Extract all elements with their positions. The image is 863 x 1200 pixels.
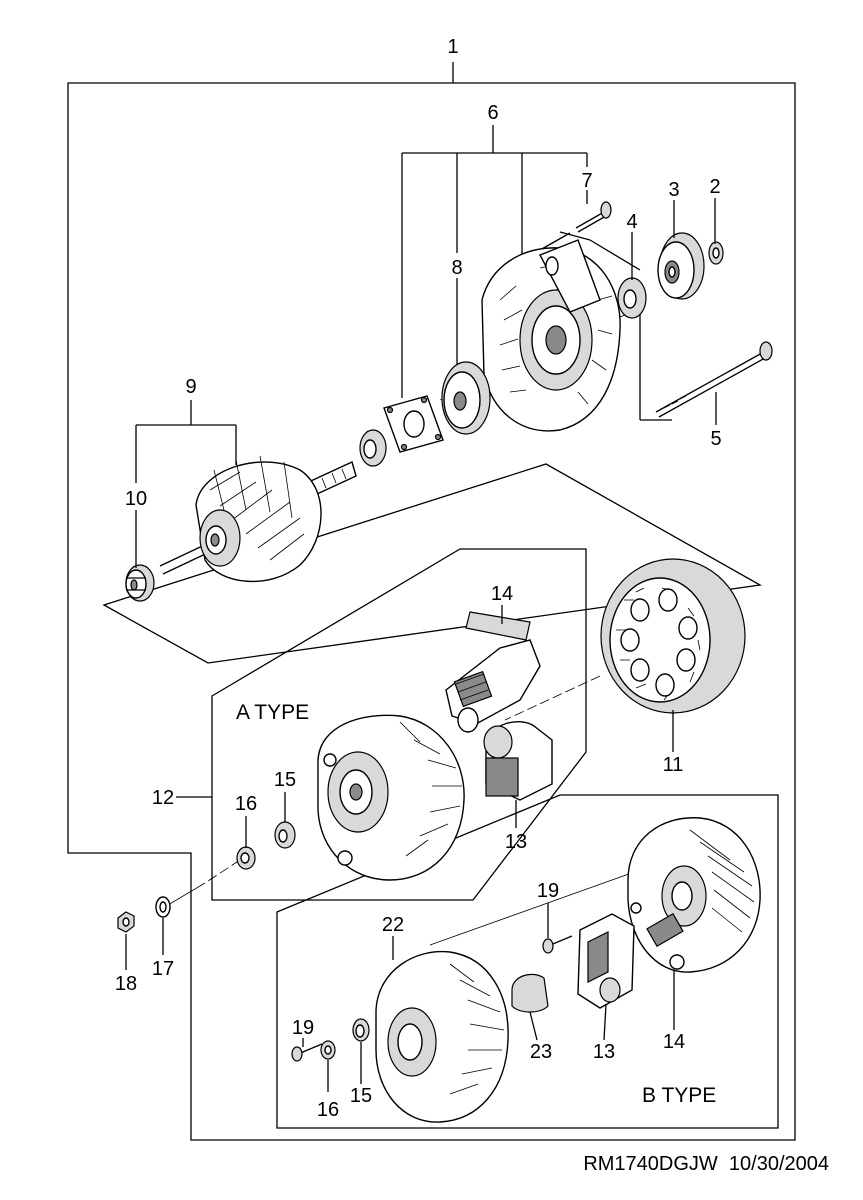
group-bracket-9: [135, 400, 237, 483]
leader-lines: [125, 190, 717, 1092]
drawing-reference: RM1740DGJW 10/30/2004: [583, 1153, 829, 1175]
part-10-slip-ring: [125, 564, 155, 602]
callout-17: 17: [152, 958, 174, 980]
part-19-b-screw-lower: [291, 1043, 323, 1062]
callout-3: 3: [668, 179, 679, 201]
assembly-outline: [67, 62, 796, 1141]
callout-18: 18: [115, 973, 137, 995]
part-3-pulley: [657, 232, 705, 300]
callout-1: 1: [447, 36, 458, 58]
callout-13-b: 13: [593, 1041, 615, 1063]
callout-9: 9: [185, 376, 196, 398]
part-14-a-rectifier: [445, 611, 541, 733]
callout-11: 11: [663, 754, 684, 776]
part-23-b-cap: [511, 973, 549, 1013]
callout-19-b-lower: 19: [292, 1017, 314, 1039]
callout-14-a: 14: [491, 583, 513, 605]
part-16-a-nut: [236, 846, 256, 870]
part-8-bearing: [441, 361, 491, 435]
callout-10: 10: [125, 488, 147, 510]
part-4-spacer: [617, 277, 647, 319]
callout-6: 6: [487, 102, 498, 124]
callout-19-b-upper: 19: [537, 880, 559, 902]
callout-5: 5: [710, 428, 721, 450]
callout-16-a: 16: [235, 793, 257, 815]
part-16-b-nut: [320, 1040, 336, 1060]
callout-16-b: 16: [317, 1099, 339, 1121]
type-a-label: A TYPE: [236, 701, 309, 724]
drive-end-housing: [481, 239, 621, 432]
callout-12: 12: [152, 787, 174, 809]
part-17-washer: [155, 896, 171, 918]
part-13-a-regulator: [483, 721, 553, 801]
part-13-b-regulator: [577, 913, 635, 1009]
part-12-a-rear-housing: [317, 714, 465, 881]
part-11-stator: [600, 558, 746, 714]
shaft-collar: [359, 429, 387, 467]
part-18-nut: [117, 911, 135, 933]
rotor-plane-outline: [102, 463, 762, 664]
part-2-pulley-nut: [708, 241, 724, 265]
callout-2: 2: [709, 176, 720, 198]
part-15-b-bushing: [352, 1018, 370, 1042]
type-a-box: [211, 548, 587, 901]
part-15-a-bushing: [274, 821, 296, 849]
type-b-label: B TYPE: [642, 1084, 716, 1107]
callout-8: 8: [451, 257, 462, 279]
callout-7: 7: [581, 170, 592, 192]
part-7-bolt: [575, 201, 612, 233]
callout-labels: 1 6 7 3 2 4 8 9 5 10 14 11 15 12 16 13 1…: [115, 36, 722, 1121]
bearing-retainer-plate: [383, 395, 444, 453]
callout-23: 23: [530, 1041, 552, 1063]
callout-13-a: 13: [505, 831, 527, 853]
part-22-b-rear-housing: [375, 950, 509, 1123]
callout-4: 4: [626, 211, 637, 233]
callout-22: 22: [382, 914, 404, 936]
type-b-box: [276, 794, 779, 1129]
part-19-b-screw-upper: [542, 935, 573, 954]
callout-15-b: 15: [350, 1085, 372, 1107]
group-bracket-6: [401, 125, 588, 398]
part-9-rotor: [159, 455, 357, 583]
part-14-b-rectifier: [627, 817, 761, 973]
callout-14-b: 14: [663, 1031, 685, 1053]
callout-15-a: 15: [274, 769, 296, 791]
part-5-through-bolt: [655, 341, 773, 418]
